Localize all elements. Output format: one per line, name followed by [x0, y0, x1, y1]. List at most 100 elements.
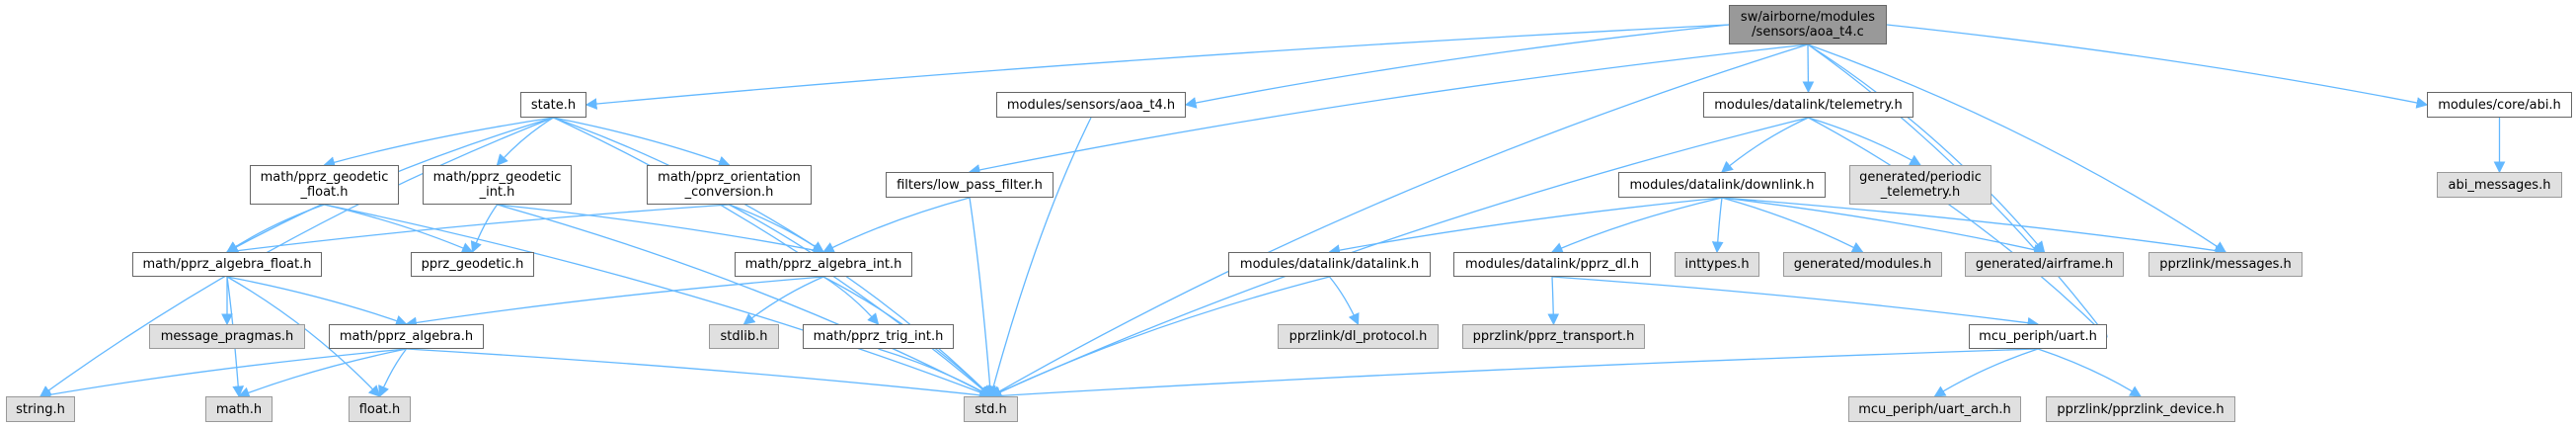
node-abi[interactable]: modules/core/abi.h: [2427, 92, 2572, 118]
node-dl-protocol[interactable]: pprzlink/dl_protocol.h: [1278, 324, 1439, 349]
edge-low_pass-to-std: [969, 197, 996, 398]
node-label: generated/periodic: [1859, 170, 1982, 185]
node-uart[interactable]: mcu_periph/uart.h: [1969, 324, 2107, 349]
node-message-pragmas[interactable]: message_pragmas.h: [149, 324, 305, 349]
node-label: _float.h: [300, 185, 349, 200]
node-label: generated/airframe.h: [1975, 257, 2114, 272]
node-label: math.h: [215, 401, 263, 417]
edge-algebra_float-to-algebra: [226, 276, 408, 327]
node-uart-arch[interactable]: mcu_periph/uart_arch.h: [1848, 396, 2021, 422]
edge-root-to-low_pass: [968, 43, 1809, 176]
node-label: filters/low_pass_filter.h: [897, 177, 1043, 193]
node-label: modules/core/abi.h: [2438, 97, 2561, 113]
node-abi-messages[interactable]: abi_messages.h: [2437, 172, 2562, 198]
node-label: mcu_periph/uart_arch.h: [1858, 401, 2011, 417]
node-root[interactable]: sw/airborne/modules/sensors/aoa_t4.c: [1729, 5, 1887, 44]
node-label: pprzlink/messages.h: [2159, 257, 2292, 272]
node-pprz-transport[interactable]: pprzlink/pprz_transport.h: [1462, 324, 1645, 349]
node-label: abi_messages.h: [2448, 177, 2551, 193]
node-inttypes[interactable]: inttypes.h: [1675, 252, 1759, 277]
node-periodic[interactable]: generated/periodic_telemetry.h: [1849, 165, 1991, 205]
node-label: message_pragmas.h: [160, 329, 294, 344]
node-label: math/pprz_orientation: [658, 170, 801, 185]
edge-algebra-to-float: [378, 348, 408, 398]
edge-datalink-to-dl_protocol: [1328, 276, 1360, 326]
edge-aoa_t4_h-to-std: [987, 117, 1092, 398]
node-label: float.h: [358, 401, 401, 417]
node-label: pprzlink/dl_protocol.h: [1288, 329, 1428, 344]
edge-root-to-abi: [1886, 24, 2429, 109]
node-label: _conversion.h: [684, 185, 774, 200]
edge-geodetic_int-to-std: [497, 204, 992, 397]
edge-orientation-to-algebra_float: [225, 204, 730, 257]
node-gen-modules[interactable]: generated/modules.h: [1783, 252, 1942, 277]
edge-downlink-to-pprz_dl: [1550, 197, 1723, 254]
node-label: sw/airborne/modules: [1740, 10, 1876, 25]
edge-downlink-to-inttypes: [1711, 197, 1724, 254]
node-label: modules/datalink/pprz_dl.h: [1465, 257, 1639, 272]
node-geodetic-int[interactable]: math/pprz_geodetic_int.h: [423, 165, 572, 205]
edge-state-to-geodetic_int: [496, 117, 554, 166]
node-label: mcu_periph/uart.h: [1979, 329, 2097, 344]
node-pprz-geodetic[interactable]: pprz_geodetic.h: [411, 252, 534, 277]
node-label: _telemetry.h: [1880, 185, 1961, 200]
node-telemetry[interactable]: modules/datalink/telemetry.h: [1703, 92, 1913, 118]
node-messages[interactable]: pprzlink/messages.h: [2148, 252, 2303, 277]
edge-datalink-to-std: [989, 276, 1330, 397]
edge-algebra-to-string: [39, 348, 407, 400]
edge-state-to-string: [39, 117, 554, 397]
node-float[interactable]: float.h: [349, 396, 411, 422]
node-stdlib[interactable]: stdlib.h: [709, 324, 779, 349]
edge-orientation-to-algebra_int: [729, 204, 824, 253]
node-label: generated/modules.h: [1793, 257, 1932, 272]
node-state[interactable]: state.h: [520, 92, 586, 118]
node-downlink[interactable]: modules/datalink/downlink.h: [1618, 172, 1826, 198]
node-low-pass[interactable]: filters/low_pass_filter.h: [886, 172, 1054, 198]
edge-state-to-orientation: [553, 117, 731, 167]
edge-algebra_int-to-trig_int: [822, 276, 880, 325]
edge-root-to-std: [989, 43, 1809, 397]
edge-pprz_dl-to-uart: [1551, 276, 2040, 329]
node-orientation[interactable]: math/pprz_orientation_conversion.h: [647, 165, 812, 205]
edge-orientation-to-std: [729, 204, 992, 397]
node-algebra[interactable]: math/pprz_algebra.h: [329, 324, 484, 349]
edge-algebra-to-math: [237, 348, 407, 398]
edge-geodetic_float-to-pprz_geodetic: [324, 204, 474, 254]
node-label: std.h: [975, 401, 1007, 417]
node-label: math/pprz_algebra_int.h: [744, 257, 902, 272]
edge-uart-to-std: [989, 348, 2039, 402]
edge-algebra_int-to-stdlib: [742, 276, 824, 325]
edge-root-to-aoa_t4_h: [1184, 24, 1730, 109]
node-label: modules/datalink/downlink.h: [1629, 177, 1815, 193]
node-pprzlink-device[interactable]: pprzlink/pprzlink_device.h: [2046, 396, 2235, 422]
edge-trig_int-to-std: [878, 348, 992, 397]
edge-root-to-state: [585, 24, 1730, 110]
node-label: modules/sensors/aoa_t4.h: [1006, 97, 1176, 113]
edge-root-to-messages: [1807, 43, 2226, 253]
node-std[interactable]: std.h: [964, 396, 1018, 422]
edge-root-to-telemetry: [1802, 43, 1815, 94]
edge-root-to-airframe: [1807, 43, 2046, 253]
node-datalink[interactable]: modules/datalink/datalink.h: [1228, 252, 1431, 277]
node-aoa-t4-h[interactable]: modules/sensors/aoa_t4.h: [996, 92, 1186, 118]
node-airframe[interactable]: generated/airframe.h: [1965, 252, 2124, 277]
edge-uart-to-uart_arch: [1933, 348, 2039, 397]
edge-telemetry-to-downlink: [1721, 117, 1809, 173]
node-string[interactable]: string.h: [6, 396, 75, 422]
node-pprz-dl[interactable]: modules/datalink/pprz_dl.h: [1453, 252, 1651, 277]
node-label: _int.h: [479, 185, 515, 200]
edge-geodetic_float-to-algebra_float: [226, 204, 325, 253]
edge-geodetic_int-to-pprz_geodetic: [470, 204, 499, 254]
edge-state-to-geodetic_float: [323, 117, 554, 168]
node-algebra-int[interactable]: math/pprz_algebra_int.h: [735, 252, 912, 277]
node-algebra-float[interactable]: math/pprz_algebra_float.h: [132, 252, 322, 277]
node-label: string.h: [16, 401, 65, 417]
node-label: pprzlink/pprz_transport.h: [1472, 329, 1635, 344]
node-label: pprz_geodetic.h: [421, 257, 524, 272]
edge-algebra_float-to-float: [226, 276, 381, 397]
node-math[interactable]: math.h: [205, 396, 273, 422]
edge-geodetic_int-to-algebra_int: [497, 204, 825, 256]
node-trig-int[interactable]: math/pprz_trig_int.h: [803, 324, 954, 349]
node-geodetic-float[interactable]: math/pprz_geodetic_float.h: [250, 165, 399, 205]
